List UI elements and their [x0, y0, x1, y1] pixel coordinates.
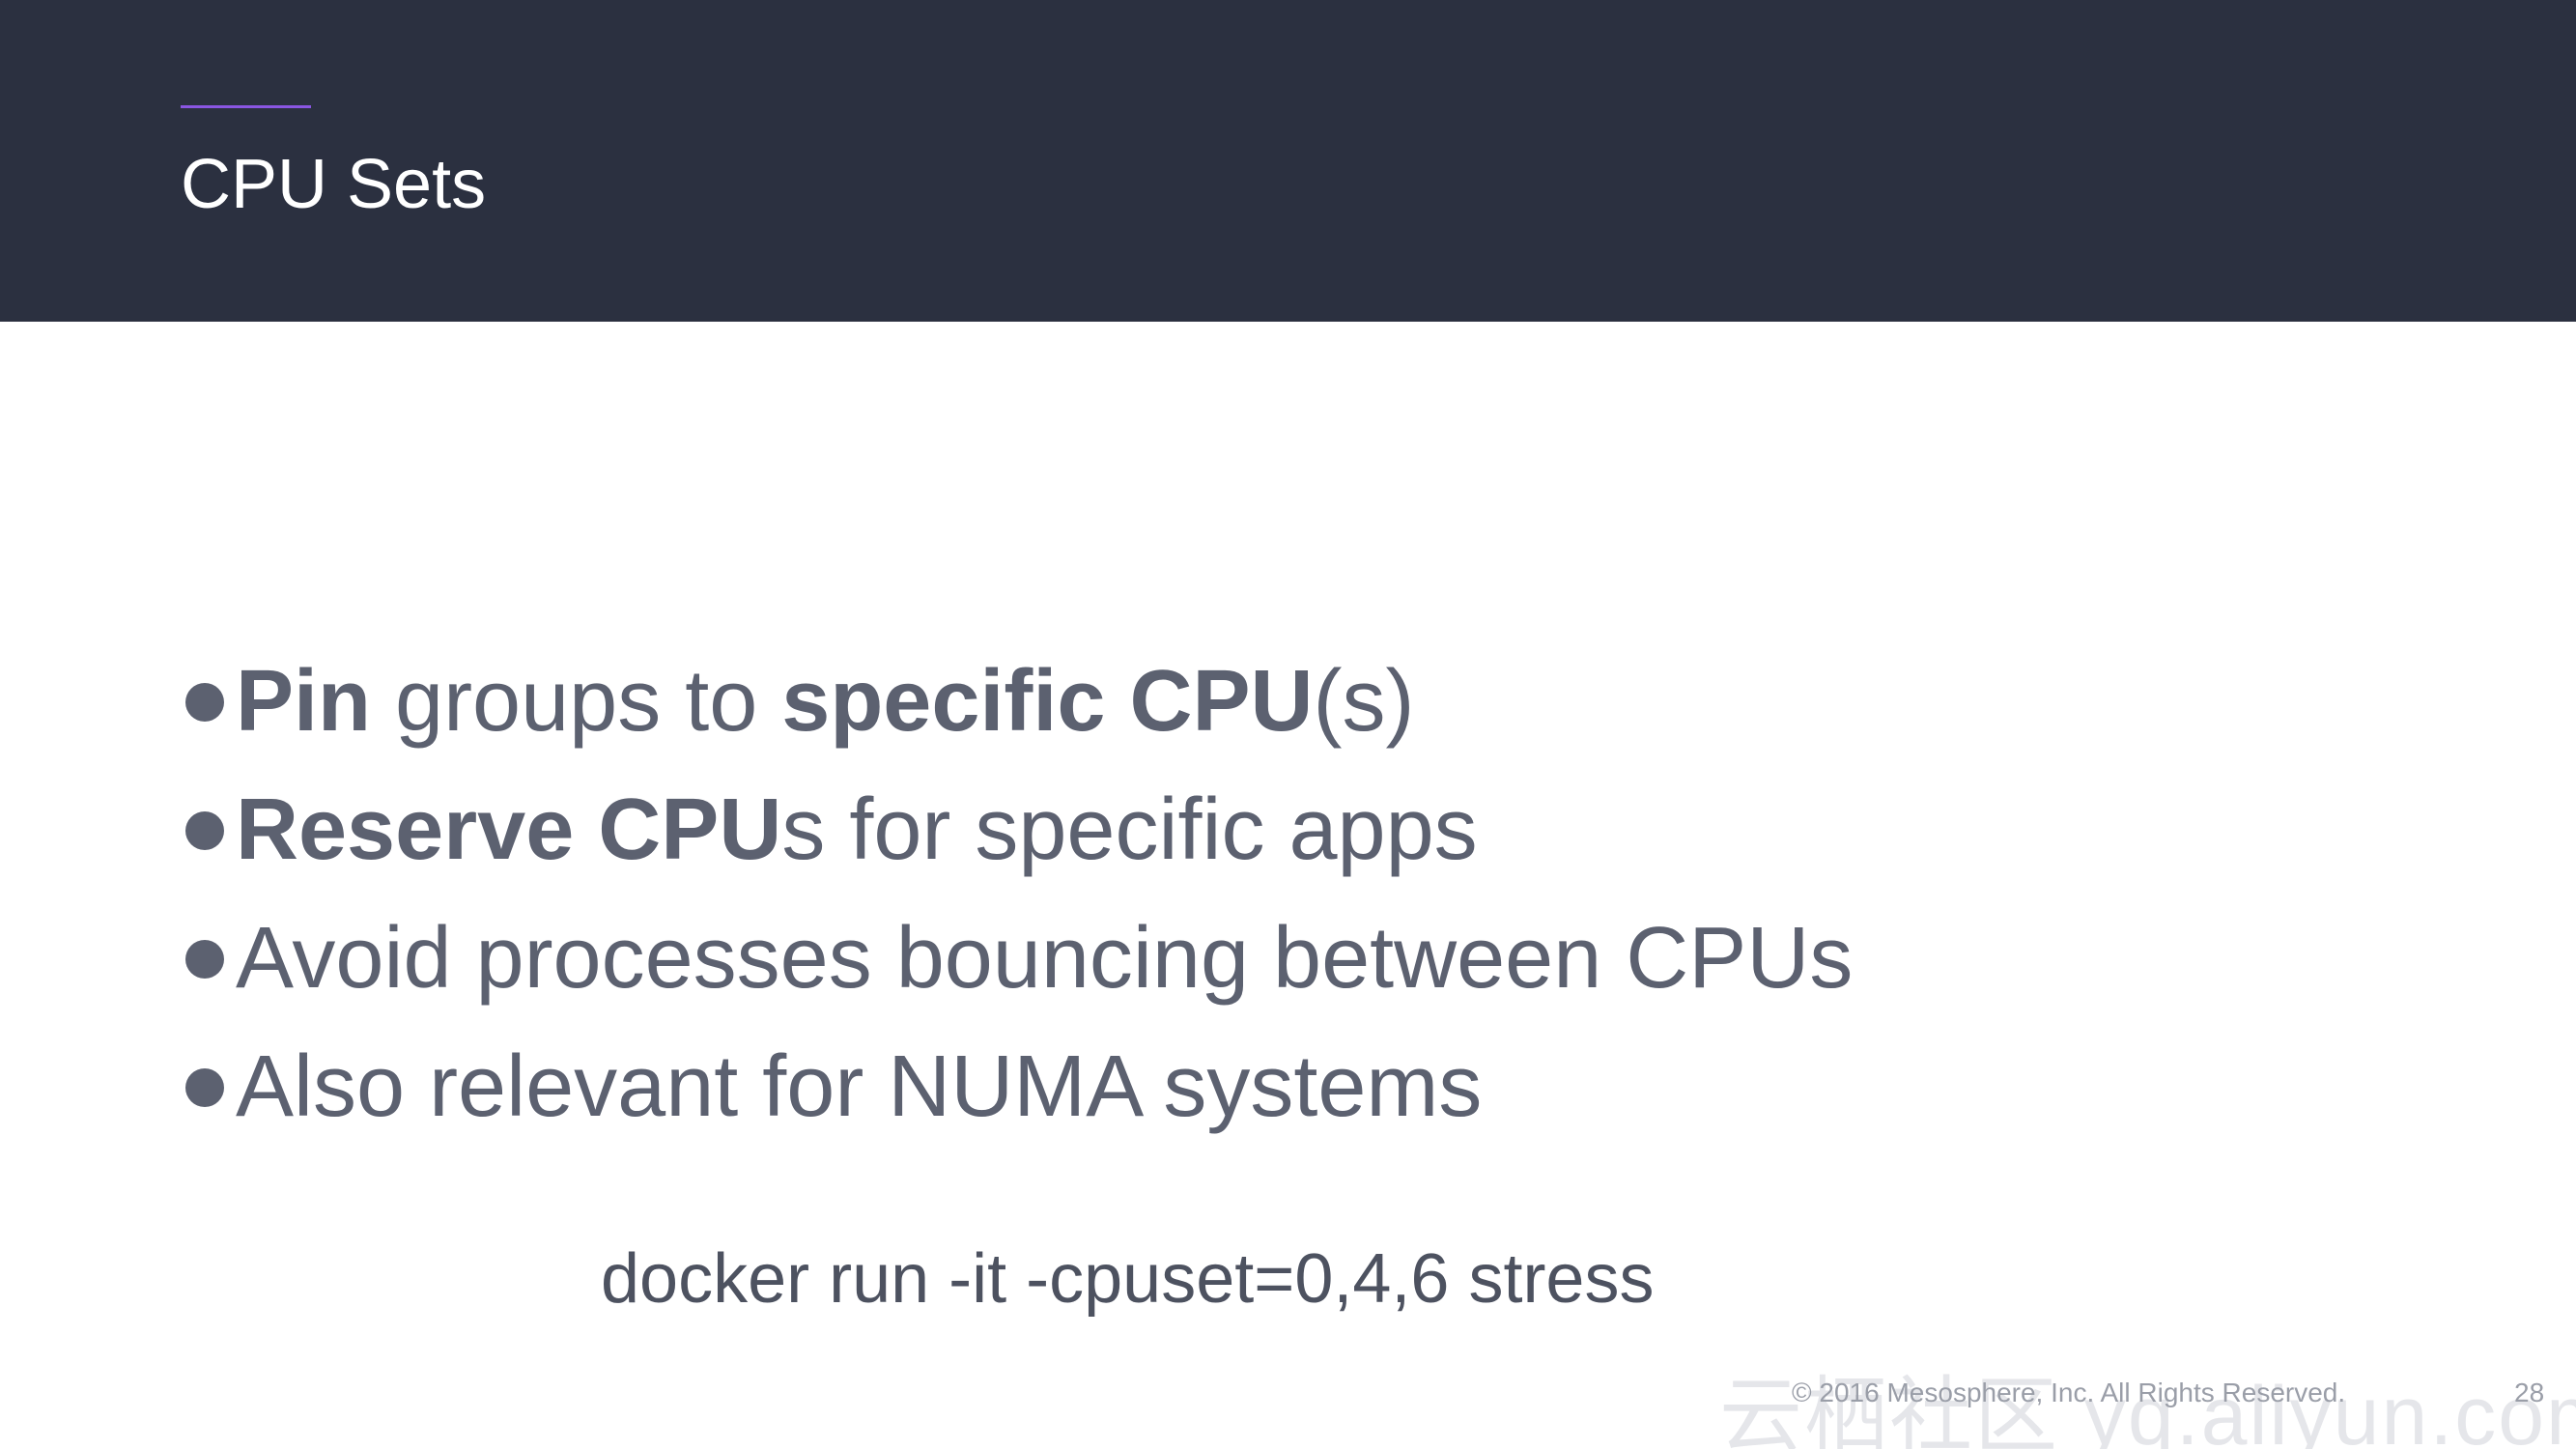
bullet-item: Also relevant for NUMA systems [185, 1023, 1853, 1151]
accent-line [181, 105, 311, 108]
bullet-list: Pin groups to specific CPU(s) Reserve CP… [185, 638, 1853, 1151]
header-bar: CPU Sets [0, 0, 2576, 322]
bullet-item: Avoid processes bouncing between CPUs [185, 895, 1853, 1023]
bullet-item: Reserve CPUs for specific apps [185, 766, 1853, 895]
watermark: 云栖社区 yq.aliyun.com [1719, 1370, 2576, 1449]
bullet-text-regular: s for specific apps [781, 781, 1478, 878]
copyright-footer: © 2016 Mesosphere, Inc. All Rights Reser… [1792, 1378, 2346, 1407]
bullet-text: Avoid processes bouncing between CPUs [236, 910, 1854, 1007]
bullet-text-bold: Pin [236, 653, 372, 750]
bullet-dot-icon [185, 682, 224, 722]
bullet-text-bold: specific CPU [781, 653, 1314, 750]
bullet-dot-icon [185, 939, 224, 979]
bullet-text-regular: groups to [371, 653, 782, 750]
bullet-dot-icon [185, 810, 224, 850]
command-example: docker run -it -cpuset=0,4,6 stress [601, 1240, 1655, 1318]
bullet-text-bold: Reserve CPU [236, 781, 782, 878]
bullet-dot-icon [185, 1067, 224, 1107]
bullet-text-regular: (s) [1313, 653, 1415, 750]
bullet-item: Pin groups to specific CPU(s) [185, 638, 1853, 766]
bullet-text: Pin groups to specific CPU(s) [236, 652, 1414, 752]
bullet-text: Also relevant for NUMA systems [236, 1038, 1483, 1135]
bullet-text: Reserve CPUs for specific apps [236, 781, 1478, 880]
slide-title: CPU Sets [181, 146, 487, 223]
page-number: 28 [2514, 1378, 2545, 1407]
